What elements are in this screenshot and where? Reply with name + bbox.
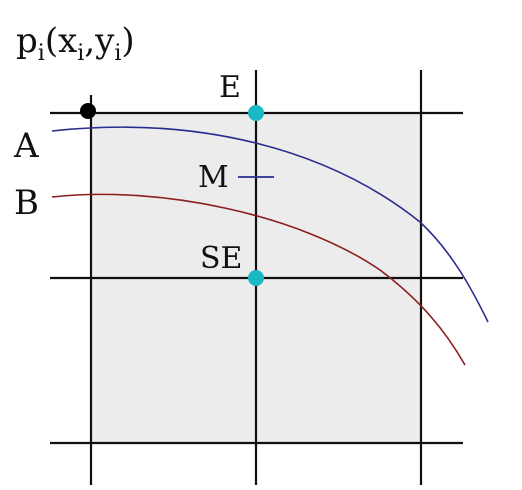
- curve-a-label: A: [13, 126, 39, 166]
- curve-b-label: B: [14, 183, 39, 223]
- east-candidate-point: [248, 105, 264, 121]
- curve-b: [51, 193, 466, 366]
- south-east-label: SE: [200, 241, 242, 276]
- midpoint-label: M: [198, 160, 229, 195]
- east-label: E: [219, 70, 241, 105]
- point-label: pi(xi,yi): [16, 21, 135, 66]
- south-east-candidate-point: [248, 270, 264, 286]
- current-pixel-point: [80, 103, 96, 119]
- curve-a: [51, 126, 489, 323]
